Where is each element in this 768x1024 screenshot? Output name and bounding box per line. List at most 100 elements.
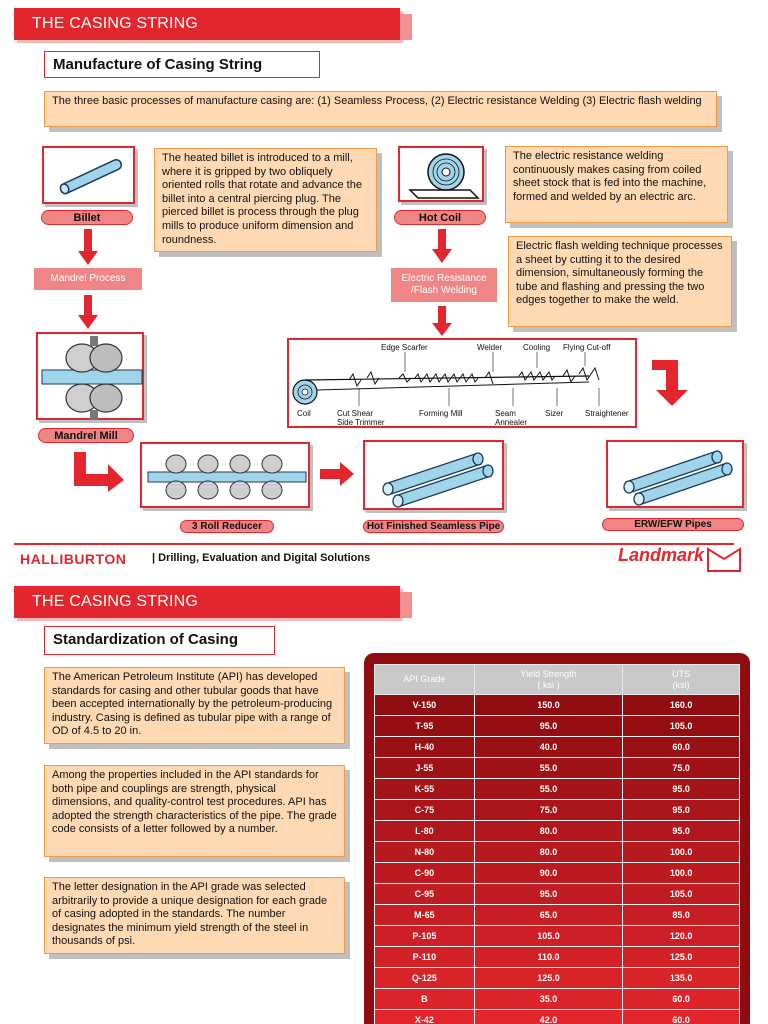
- flying-cutoff-label: Flying Cut-off: [563, 343, 611, 352]
- grade-cell: Q-125: [374, 967, 475, 989]
- down-arrow-icon: [432, 229, 452, 263]
- yield-cell: 95.0: [473, 883, 624, 905]
- seamless-pipe-label: Hot Finished Seamless Pipe: [363, 520, 504, 533]
- api-grade-header: API Grade: [374, 664, 475, 695]
- grade-cell: H-40: [374, 736, 475, 758]
- slide-footer: HALLIBURTON | Drilling, Evaluation and D…: [14, 543, 741, 573]
- erw-line-drawing: Edge Scarfer Welder Cooling Flying Cut-o…: [292, 343, 629, 427]
- mandrel-mill-icon: [41, 336, 143, 420]
- yield-cell: 110.0: [473, 946, 624, 968]
- uts-cell: 95.0: [622, 778, 740, 800]
- uts-cell: 75.0: [622, 757, 740, 779]
- yield-cell: 150.0: [473, 694, 624, 716]
- sizer-label: Sizer: [545, 409, 564, 418]
- uts-header-text: UTS: [672, 668, 691, 679]
- yield-strength-unit: ( ksi ): [537, 679, 560, 690]
- intro-box: The three basic processes of manufacture…: [44, 91, 717, 127]
- billet-image: [42, 146, 135, 204]
- erw-process-label: Electric Resistance /Flash Welding: [391, 268, 497, 302]
- cooling-label: Cooling: [523, 343, 550, 352]
- uts-cell: 160.0: [622, 694, 740, 716]
- welder-label: Welder: [477, 343, 503, 352]
- uts-cell: 120.0: [622, 925, 740, 947]
- yield-cell: 55.0: [473, 757, 624, 779]
- annealer-label: Annealer: [495, 418, 527, 427]
- yield-cell: 80.0: [473, 820, 624, 842]
- grade-cell: J-55: [374, 757, 475, 779]
- erw-pipes-label: ERW/EFW Pipes: [602, 518, 744, 531]
- yield-cell: 105.0: [473, 925, 624, 947]
- slide1-subtitle: Manufacture of Casing String: [44, 51, 320, 78]
- footer-tagline: | Drilling, Evaluation and Digital Solut…: [152, 552, 371, 564]
- edge-scarfer-label: Edge Scarfer: [381, 343, 428, 352]
- uts-cell: 105.0: [622, 883, 740, 905]
- cut-shear-label: Cut Shear: [337, 409, 373, 418]
- grade-cell: C-75: [374, 799, 475, 821]
- uts-cell: 60.0: [622, 1009, 740, 1024]
- yield-cell: 40.0: [473, 736, 624, 758]
- coil-label: Coil: [297, 409, 311, 418]
- grade-cell: L-80: [374, 820, 475, 842]
- landmark-logo: Landmark: [618, 545, 705, 565]
- yield-cell: 80.0: [473, 841, 624, 863]
- hot-coil-icon: [408, 153, 480, 199]
- grade-cell: K-55: [374, 778, 475, 800]
- api-grade-header-text: API Grade: [403, 674, 446, 684]
- yield-cell: 55.0: [473, 778, 624, 800]
- billet-icon: [59, 158, 123, 195]
- seam-label: Seam: [495, 409, 516, 418]
- grade-cell: M-65: [374, 904, 475, 926]
- halliburton-logo: HALLIBURTON: [20, 551, 127, 567]
- yield-cell: 42.0: [473, 1009, 624, 1024]
- uts-cell: 100.0: [622, 862, 740, 884]
- grade-cell: P-110: [374, 946, 475, 968]
- forming-mill-label: Forming Mill: [419, 409, 463, 418]
- api-grade-table: API Grade Yield Strength( ksi ) UTS(ksi)…: [374, 664, 740, 1024]
- right-arrow-icon: [320, 462, 354, 486]
- hot-coil-label: Hot Coil: [394, 210, 486, 225]
- uts-cell: 105.0: [622, 715, 740, 737]
- uts-cell: 95.0: [622, 820, 740, 842]
- roll-reducer-label: 3 Roll Reducer: [180, 520, 274, 533]
- uts-cell: 85.0: [622, 904, 740, 926]
- bent-arrow-icon: [652, 360, 688, 406]
- slide1-banner-title: THE CASING STRING: [32, 15, 199, 32]
- uts-cell: 60.0: [622, 736, 740, 758]
- down-arrow-icon: [78, 295, 98, 329]
- yield-cell: 65.0: [473, 904, 624, 926]
- mandrel-mill-label: Mandrel Mill: [38, 428, 134, 443]
- down-arrow-icon: [432, 306, 452, 336]
- uts-header: UTS(ksi): [622, 664, 740, 695]
- grade-cell: B: [374, 988, 475, 1010]
- grade-cell: C-95: [374, 883, 475, 905]
- table-header-row: API Grade Yield Strength( ksi ) UTS(ksi): [374, 664, 740, 695]
- yield-strength-header-text: Yield Strength: [520, 668, 577, 679]
- yield-cell: 95.0: [473, 715, 624, 737]
- yield-cell: 75.0: [473, 799, 624, 821]
- erw-process-diagram: Edge Scarfer Welder Cooling Flying Cut-o…: [287, 338, 637, 428]
- erw-pipe-image: [606, 440, 744, 508]
- billet-description: The heated billet is introduced to a mil…: [154, 148, 377, 252]
- uts-cell: 95.0: [622, 799, 740, 821]
- uts-unit: (ksi): [672, 679, 690, 690]
- uts-cell: 135.0: [622, 967, 740, 989]
- yield-cell: 125.0: [473, 967, 624, 989]
- yield-cell: 90.0: [473, 862, 624, 884]
- grade-cell: X-42: [374, 1009, 475, 1024]
- efw-description: Electric flash welding technique process…: [508, 236, 732, 327]
- yield-strength-header: Yield Strength( ksi ): [473, 664, 624, 695]
